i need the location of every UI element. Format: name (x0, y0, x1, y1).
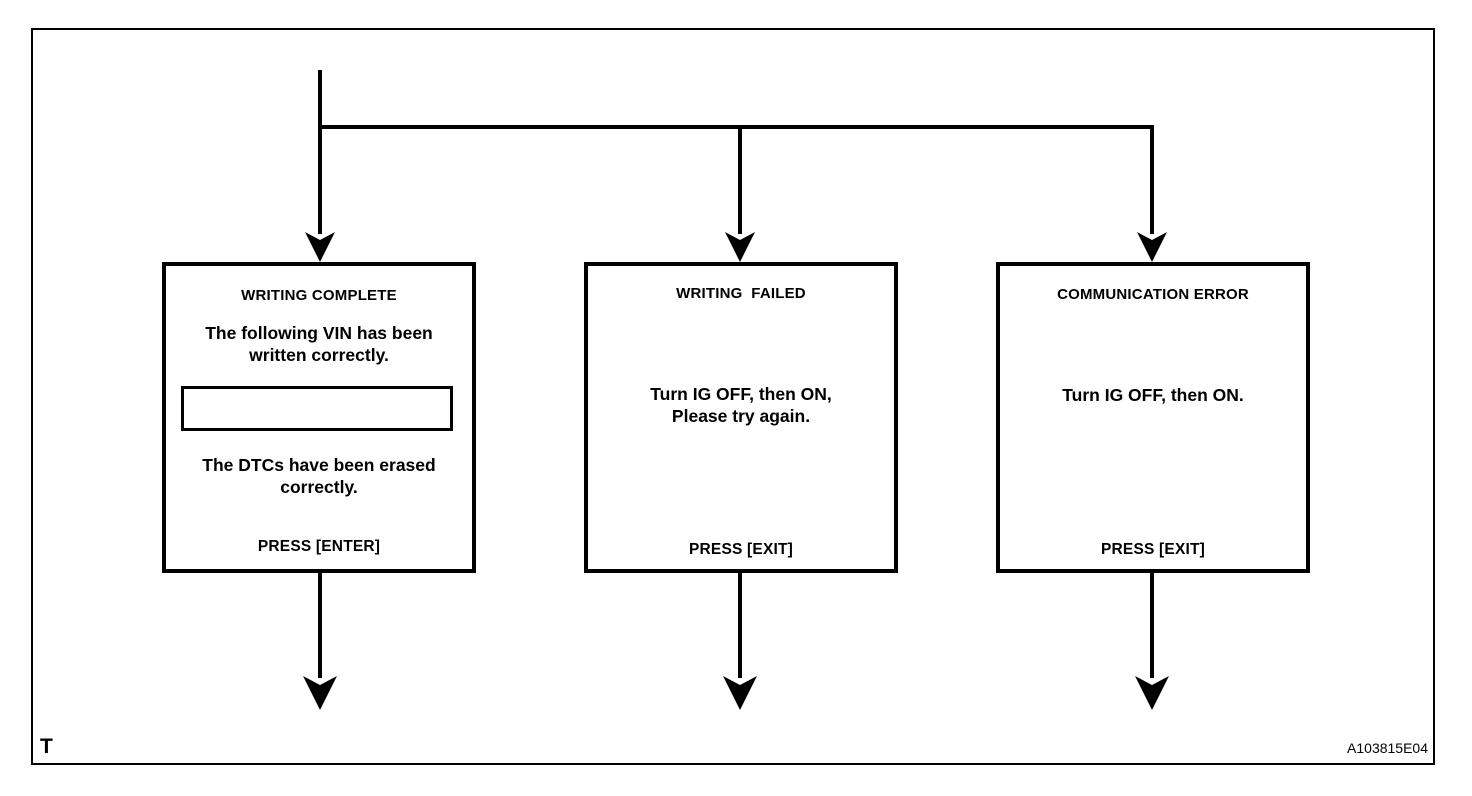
figure-code-label: A103815E04 (1347, 740, 1428, 756)
vin-value-field[interactable] (181, 386, 453, 431)
screen-footer-press-exit-error[interactable]: PRESS [EXIT] (1100, 541, 1206, 558)
screen-footer-press-enter[interactable]: PRESS [ENTER] (257, 538, 381, 555)
screen-message-dtc-erased: The DTCs have been erased correctly. (202, 455, 436, 497)
screen-communication-error: COMMUNICATION ERROR Turn IG OFF, then ON… (996, 262, 1310, 573)
screen-title-communication-error: COMMUNICATION ERROR (1057, 286, 1249, 303)
figure-border (31, 28, 1435, 765)
screen-message-ig-cycle: Turn IG OFF, then ON. (1062, 385, 1244, 405)
screen-writing-complete: WRITING COMPLETE The following VIN has b… (162, 262, 476, 573)
figure-corner-marker: T (40, 735, 53, 758)
screen-message-vin-written: The following VIN has been written corre… (205, 323, 433, 365)
screen-footer-press-exit-failed[interactable]: PRESS [EXIT] (688, 541, 794, 558)
screen-message-retry: Turn IG OFF, then ON, Please try again. (650, 384, 832, 426)
screen-title-writing-failed: WRITING FAILED (676, 285, 806, 302)
screen-writing-failed: WRITING FAILED Turn IG OFF, then ON, Ple… (584, 262, 898, 573)
screen-title-writing-complete: WRITING COMPLETE (241, 287, 397, 304)
